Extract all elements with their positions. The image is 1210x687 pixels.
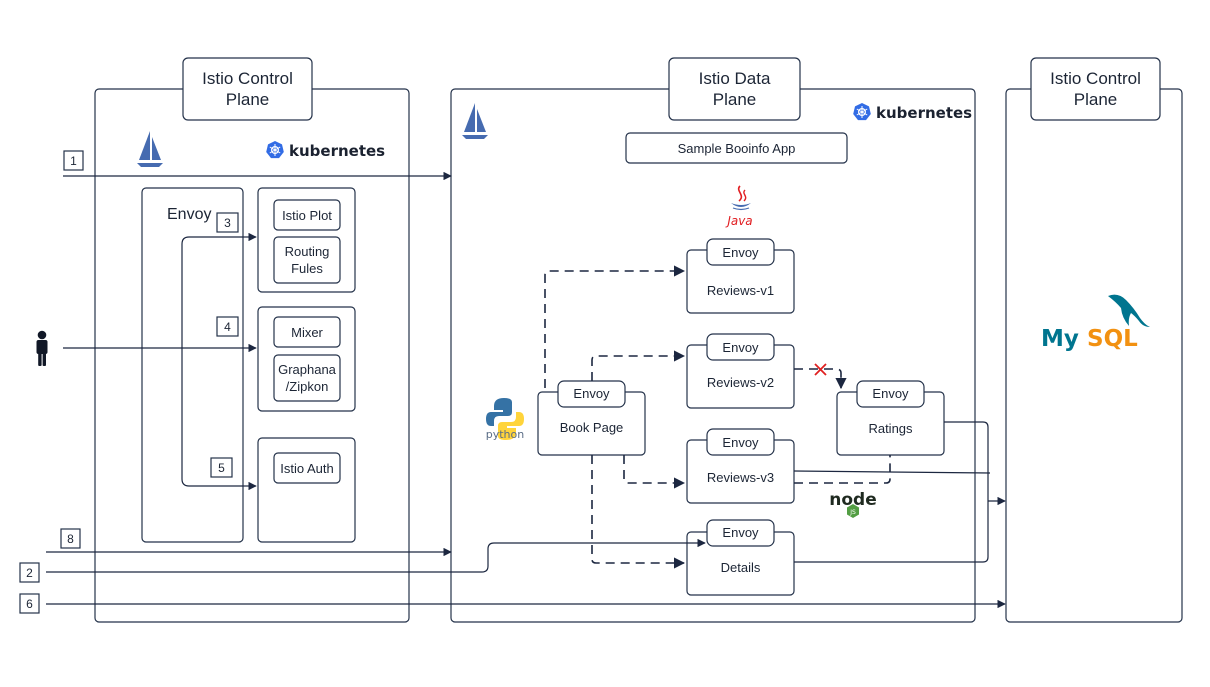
svg-text:1: 1 [70,154,77,168]
graphana-zipkin-box [273,354,341,402]
svg-text:Sample Booinfo App: Sample Booinfo App [678,141,796,156]
data-plane-title: Istio Data Plane [668,57,801,121]
step-badge-8: 8 [60,528,81,549]
istio-pilot-label: Istio Plot [282,208,332,223]
right-title-line2: Plane [1074,90,1117,109]
svg-text:Envoy: Envoy [722,245,759,260]
flow-ratings-details [794,421,989,563]
svg-text:SQL: SQL [1087,326,1138,352]
svg-text:8: 8 [67,532,74,546]
blocked-x-icon [814,363,827,376]
control-envoy-box: Envoy [141,187,244,543]
svg-text:python: python [486,428,525,441]
svg-text:Envoy: Envoy [722,435,759,450]
connector-lines [46,171,1006,609]
details-envoy [706,519,775,547]
svg-text:JS: JS [849,509,856,516]
kubernetes-wheel-icon [266,141,284,159]
reviews-v1-label: Reviews-v1 [707,283,774,298]
reviews-v2-envoy [706,333,775,361]
graphana-label-1: Graphana [278,362,337,377]
istio-sail-icon [137,131,163,167]
flow-2 [46,538,706,573]
mixer-box [273,316,341,348]
ratings-envoy [856,380,925,408]
svg-text:Envoy: Envoy [722,525,759,540]
ratings-label: Ratings [868,421,913,436]
data-plane-panel: Istio Data Plane kubernetes Sample Booin… [450,57,976,623]
data-title-line2: Plane [713,90,756,109]
svg-text:Java: Java [725,214,752,228]
routing-rules-label-1: Routing [285,244,330,259]
svg-text:My: My [1041,326,1079,352]
reviews-v2-label: Reviews-v2 [707,375,774,390]
left-control-plane-title: Istio Control Plane [182,57,313,121]
svg-text:6: 6 [26,597,33,611]
svg-text:Envoy: Envoy [872,386,909,401]
svg-text:5: 5 [218,461,225,475]
kubernetes-wheel-icon [853,103,871,121]
auth-group-box: Istio Auth [257,437,356,543]
svg-text:Envoy: Envoy [573,386,610,401]
person-icon [36,330,48,366]
svg-text:node: node [829,490,876,510]
service-mesh-dashed-flows [544,265,891,569]
reviews-v3-envoy [706,428,775,456]
mixer-label: Mixer [291,325,323,340]
mysql-dolphin-icon [1108,294,1150,327]
python-icon: python [486,398,525,441]
svg-text:4: 4 [224,320,231,334]
details-service: Envoy Details [686,519,795,596]
step-badge-4: 4 [216,316,239,337]
left-title-line1: Istio Control [202,69,293,88]
ratings-service: Envoy Ratings [836,380,945,456]
routing-rules-label-2: Fules [291,261,323,276]
nodejs-icon: node JS [829,490,877,518]
mixer-group-box: Mixer Graphana /Zipkon [257,306,356,412]
istio-auth-label: Istio Auth [280,461,333,476]
svg-text:2: 2 [26,566,33,580]
right-title-line1: Istio Control [1050,69,1141,88]
step-badge-6: 6 [19,593,40,614]
svg-text:Envoy: Envoy [722,340,759,355]
left-control-plane-panel: Istio Control Plane kubernetes Envoy Ist… [94,57,410,623]
flow-reviews-v3 [793,470,991,474]
book-page-service: Envoy Book Page [537,380,646,456]
control-envoy-label: Envoy [167,206,211,223]
java-icon: Java [725,185,753,228]
graphana-label-2: /Zipkon [286,379,329,394]
step-badge-3: 3 [216,212,239,233]
reviews-v3-service: Envoy Reviews-v3 [686,428,795,504]
reviews-v2-service: Envoy Reviews-v2 [686,333,795,409]
control-routing-lines [63,232,257,491]
book-page-label: Book Page [560,420,624,435]
istio-sail-icon [462,103,488,139]
routing-rules-box [273,236,341,284]
reviews-v1-service: Envoy Reviews-v1 [686,238,795,314]
sample-app-label-box: Sample Booinfo App [625,132,848,164]
istio-auth-box [273,452,341,484]
step-badge-2: 2 [19,562,40,583]
reviews-v3-label: Reviews-v3 [707,470,774,485]
svg-text:3: 3 [224,216,231,230]
right-control-plane-title: Istio Control Plane [1030,57,1161,121]
step-badge-5: 5 [210,457,233,478]
mysql-logo: My SQL [1041,294,1150,352]
reviews-v1-envoy [706,238,775,266]
left-title-line2: Plane [226,90,269,109]
step-badges: 1 3 4 5 8 2 6 7 [19,150,1038,614]
data-title-line1: Istio Data [699,69,771,88]
right-control-plane-panel: Istio Control Plane My SQL [1005,57,1183,623]
data-kubernetes-label: kubernetes [876,104,972,122]
left-kubernetes-label: kubernetes [289,142,385,160]
details-label: Details [721,560,761,575]
pilot-group-box: Istio Plot Routing Fules [257,187,356,293]
istio-pilot-box [273,199,341,231]
step-badge-1: 1 [63,150,84,171]
